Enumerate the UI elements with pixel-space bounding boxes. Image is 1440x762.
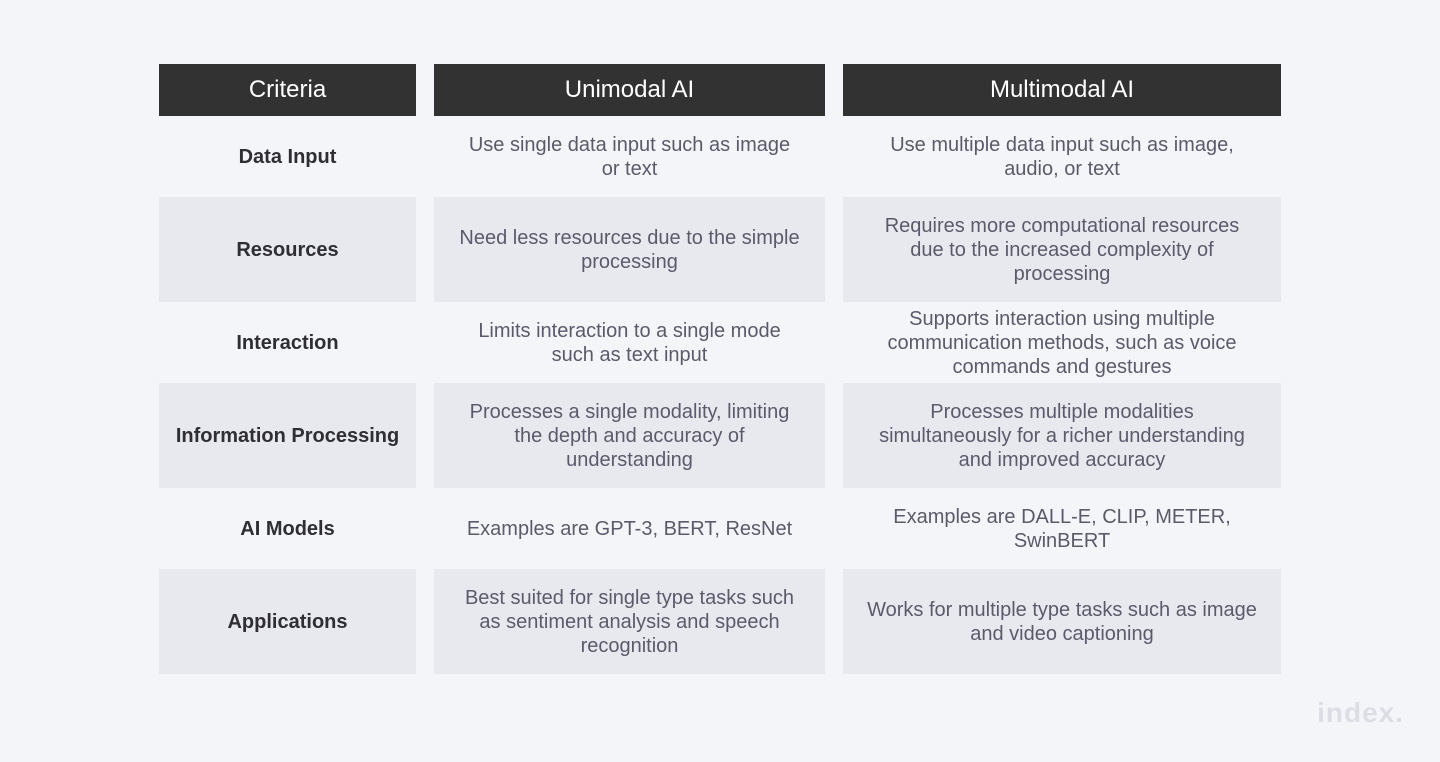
index-logo-watermark: index.	[1317, 697, 1404, 728]
unimodal-cell: Examples are GPT-3, BERT, ResNet	[466, 517, 793, 540]
multimodal-cell: Supports interaction using multiple comm…	[887, 307, 1237, 378]
criteria-cell: Data Input	[238, 145, 337, 168]
criteria-cell: Applications	[159, 569, 416, 674]
criteria-cell: Information Processing	[159, 383, 416, 488]
header-unimodal: Unimodal AI	[434, 64, 825, 116]
header-multimodal: Multimodal AI	[843, 64, 1281, 116]
multimodal-cell: Examples are DALL-E, CLIP, METER, SwinBE…	[893, 505, 1231, 552]
criteria-cell: Resources	[159, 197, 416, 302]
criteria-cell: Interaction	[236, 331, 339, 354]
multimodal-cell: Use multiple data input such as image, a…	[890, 133, 1234, 180]
header-criteria: Criteria	[159, 64, 416, 116]
multimodal-cell: Processes multiple modalities simultaneo…	[843, 383, 1281, 488]
unimodal-cell: Processes a single modality, limiting th…	[434, 383, 825, 488]
criteria-cell: AI Models	[240, 517, 335, 540]
unimodal-cell: Limits interaction to a single mode such…	[478, 319, 781, 366]
multimodal-cell: Requires more computational resources du…	[843, 197, 1281, 302]
unimodal-cell: Need less resources due to the simple pr…	[434, 197, 825, 302]
comparison-table: Criteria Unimodal AI Multimodal AI Data …	[159, 64, 1281, 674]
unimodal-cell: Use single data input such as image or t…	[468, 133, 791, 180]
unimodal-cell: Best suited for single type tasks such a…	[434, 569, 825, 674]
multimodal-cell: Works for multiple type tasks such as im…	[843, 569, 1281, 674]
